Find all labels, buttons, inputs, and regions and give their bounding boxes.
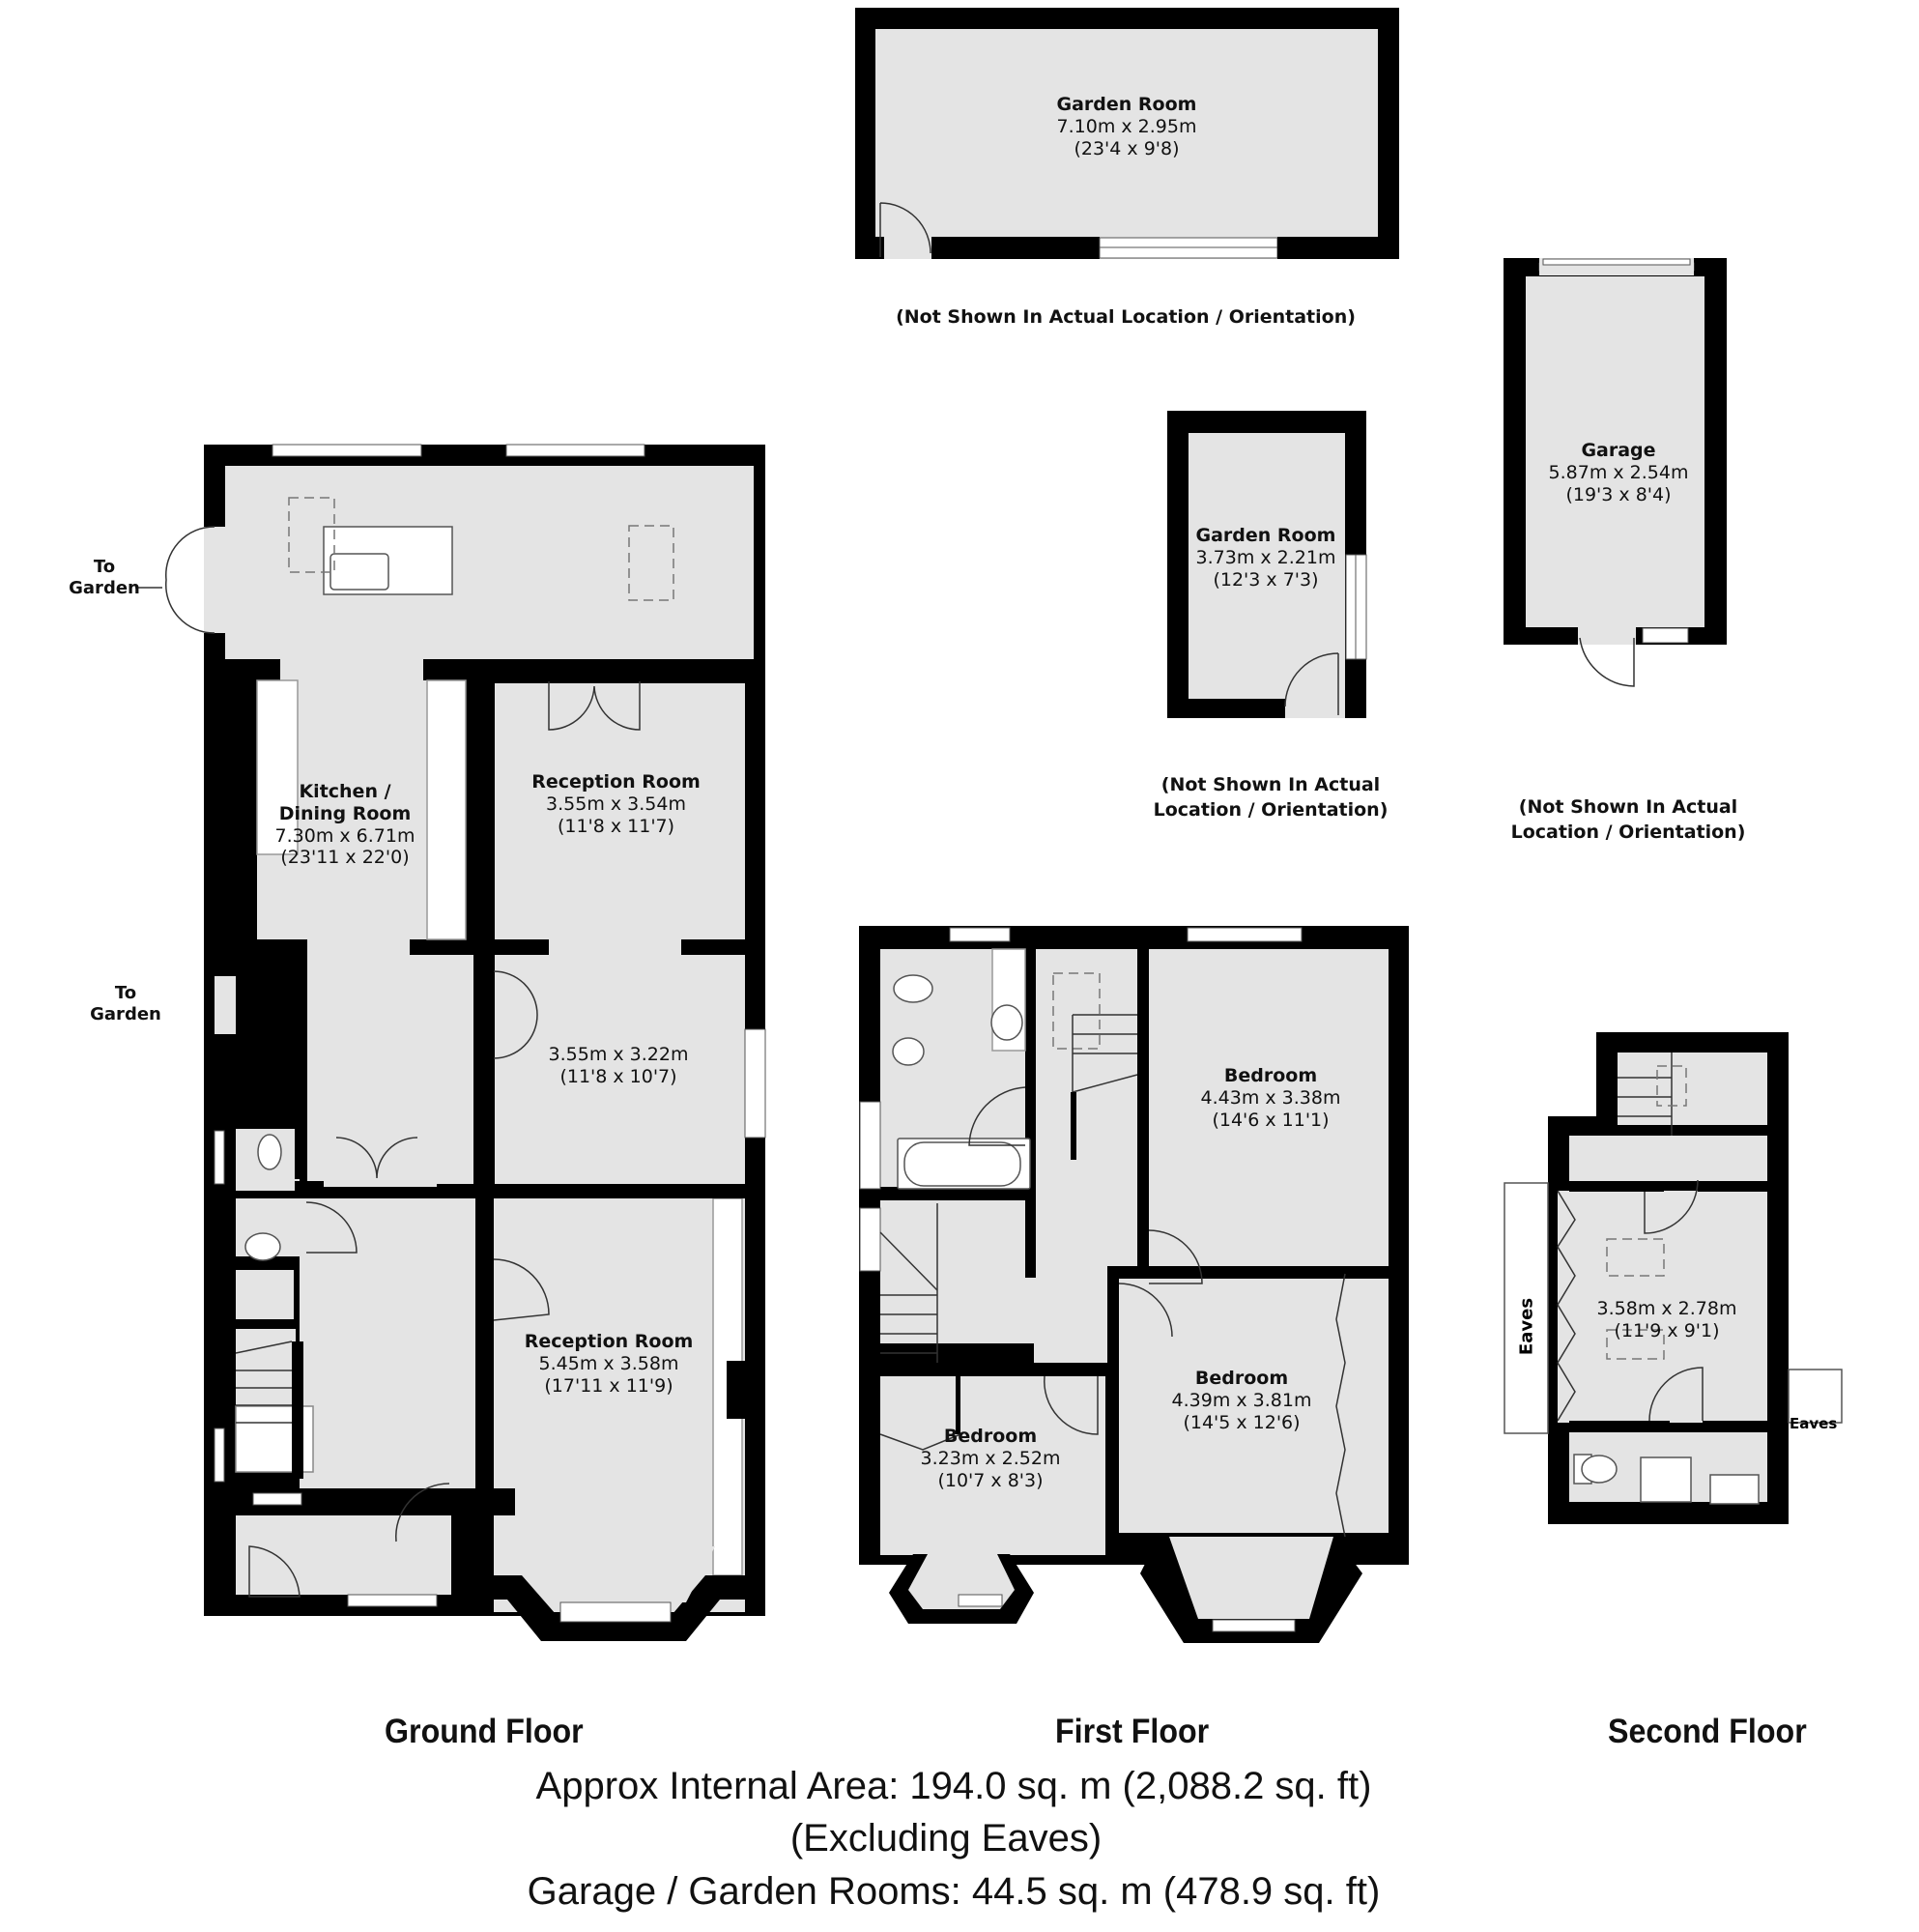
room-name: Bedroom <box>943 1426 1038 1447</box>
room-name: Reception Room <box>531 771 701 793</box>
note-line-2: Location / Orientation) <box>1510 821 1746 843</box>
garden-room-small-plan <box>1167 411 1367 718</box>
note-line-1: (Not Shown In Actual <box>1160 774 1381 795</box>
room-dimensions-metric: 3.73m x 2.21m <box>1195 546 1336 568</box>
first-floor-plan <box>859 926 1409 1643</box>
kitchen-dining-label: Kitchen / Dining Room 7.30m x 6.71m (23'… <box>253 781 437 869</box>
double-door-icon <box>493 970 538 1059</box>
door-swing-icon <box>1118 1283 1173 1338</box>
room-name-line-1: Kitchen / <box>299 781 391 802</box>
door-swing-icon <box>248 1545 301 1598</box>
garage-location-note: (Not Shown In Actual Location / Orientat… <box>1483 795 1773 845</box>
garden-room-large-plan <box>855 8 1399 259</box>
door-swing-icon <box>1579 637 1635 687</box>
reception-room-front-label: Reception Room 5.45m x 3.58m (17'11 x 11… <box>498 1331 720 1397</box>
door-swing-icon <box>1644 1179 1699 1234</box>
second-floor-room-label: 3.58m x 2.78m (11'9 x 9'1) <box>1585 1298 1749 1342</box>
room-dimensions-metric: 3.58m x 2.78m <box>1596 1298 1737 1319</box>
door-swing-icon <box>1044 1375 1099 1435</box>
room-dimensions-metric: 3.55m x 3.22m <box>548 1044 689 1065</box>
garden-room-large-label: Garden Room 7.10m x 2.95m (23'4 x 9'8) <box>972 94 1281 159</box>
room-dimensions-imperial: (14'6 x 11'1) <box>1212 1109 1330 1131</box>
bedroom-front-label: Bedroom 4.39m x 3.81m (14'5 x 12'6) <box>1150 1368 1333 1433</box>
room-dimensions-imperial: (14'5 x 12'6) <box>1183 1411 1301 1433</box>
excluding-eaves-text: (Excluding Eaves) <box>789 1817 1103 1860</box>
eaves-left-label: Eaves <box>1516 1297 1537 1356</box>
garden-room-large-location-note: (Not Shown In Actual Location / Orientat… <box>896 306 1356 328</box>
door-swing-icon <box>493 1258 550 1321</box>
to-garden-label-top: To Garden <box>66 557 143 598</box>
room-name: Garden Room <box>1195 525 1336 546</box>
door-swing-icon <box>1284 652 1339 715</box>
door-swing-icon <box>968 1086 1026 1146</box>
reception-room-rear-second-section-label: 3.55m x 3.22m (11'8 x 10'7) <box>531 1044 705 1088</box>
bedroom-rear-label: Bedroom 4.43m x 3.38m (14'6 x 11'1) <box>1179 1065 1362 1131</box>
door-swing-icon <box>305 1201 358 1254</box>
bedroom-small-label: Bedroom 3.23m x 2.52m (10'7 x 8'3) <box>903 1426 1077 1491</box>
label-line-1: To <box>93 557 116 577</box>
door-swing-icon <box>1648 1367 1704 1422</box>
room-dimensions-metric: 5.45m x 3.58m <box>538 1352 679 1374</box>
label-line-1: To <box>114 983 137 1003</box>
eaves-right-label: Eaves <box>1790 1415 1838 1432</box>
room-dimensions-metric: 4.43m x 3.38m <box>1200 1086 1341 1109</box>
door-swing-icon <box>1148 1229 1203 1284</box>
room-name: Reception Room <box>524 1331 694 1352</box>
door-swing-icon <box>395 1483 450 1543</box>
room-dimensions-metric: 5.87m x 2.54m <box>1548 461 1689 483</box>
room-dimensions-imperial: (11'9 x 9'1) <box>1614 1319 1720 1341</box>
room-dimensions-imperial: (23'11 x 22'0) <box>280 847 410 869</box>
internal-area-text: Approx Internal Area: 194.0 sq. m (2,088… <box>535 1765 1372 1807</box>
garden-room-small-label: Garden Room 3.73m x 2.21m (12'3 x 7'3) <box>1179 525 1353 591</box>
room-dimensions-metric: 7.10m x 2.95m <box>1056 115 1197 137</box>
garage-label: Garage 5.87m x 2.54m (19'3 x 8'4) <box>1517 440 1720 505</box>
to-garden-label-side: To Garden <box>87 983 164 1024</box>
first-floor-title: First Floor <box>1055 1713 1210 1750</box>
room-dimensions-imperial: (12'3 x 7'3) <box>1213 568 1319 591</box>
double-door-icon <box>165 526 215 634</box>
ground-floor-plan <box>135 444 766 1641</box>
room-dimensions-metric: 4.39m x 3.81m <box>1171 1389 1312 1411</box>
garage-plan <box>1504 258 1727 687</box>
room-dimensions-metric: 7.30m x 6.71m <box>274 824 415 847</box>
room-dimensions-imperial: (10'7 x 8'3) <box>937 1469 1044 1491</box>
room-dimensions-imperial: (19'3 x 8'4) <box>1565 483 1672 505</box>
door-swing-icon <box>879 202 931 257</box>
note-line-2: Location / Orientation) <box>1153 798 1389 821</box>
garden-room-small-location-note: (Not Shown In Actual Location / Orientat… <box>1131 773 1411 822</box>
room-dimensions-imperial: (11'8 x 10'7) <box>559 1065 677 1087</box>
second-floor-plan <box>1504 1032 1843 1524</box>
room-name: Garage <box>1581 440 1656 461</box>
room-name: Bedroom <box>1223 1065 1318 1086</box>
outbuildings-area-text: Garage / Garden Rooms: 44.5 sq. m (478.9… <box>527 1870 1381 1913</box>
label-line-2: Garden <box>69 577 140 598</box>
double-door-icon <box>548 681 641 731</box>
room-name: Garden Room <box>1056 94 1197 115</box>
ground-floor-title: Ground Floor <box>385 1713 584 1750</box>
room-dimensions-metric: 3.23m x 2.52m <box>920 1447 1061 1469</box>
room-dimensions-metric: 3.55m x 3.54m <box>546 793 686 815</box>
second-floor-title: Second Floor <box>1608 1713 1807 1750</box>
room-name-line-2: Dining Room <box>278 802 412 824</box>
reception-room-rear-label: Reception Room 3.55m x 3.54m (11'8 x 11'… <box>502 771 730 837</box>
room-dimensions-imperial: (11'8 x 11'7) <box>557 815 675 837</box>
double-door-icon <box>335 1137 418 1179</box>
room-dimensions-imperial: (23'4 x 9'8) <box>1074 137 1180 159</box>
label-line-2: Garden <box>90 1003 161 1024</box>
room-name: Bedroom <box>1194 1368 1289 1389</box>
note-line-1: (Not Shown In Actual <box>1518 796 1738 818</box>
room-dimensions-imperial: (17'11 x 11'9) <box>544 1374 673 1397</box>
